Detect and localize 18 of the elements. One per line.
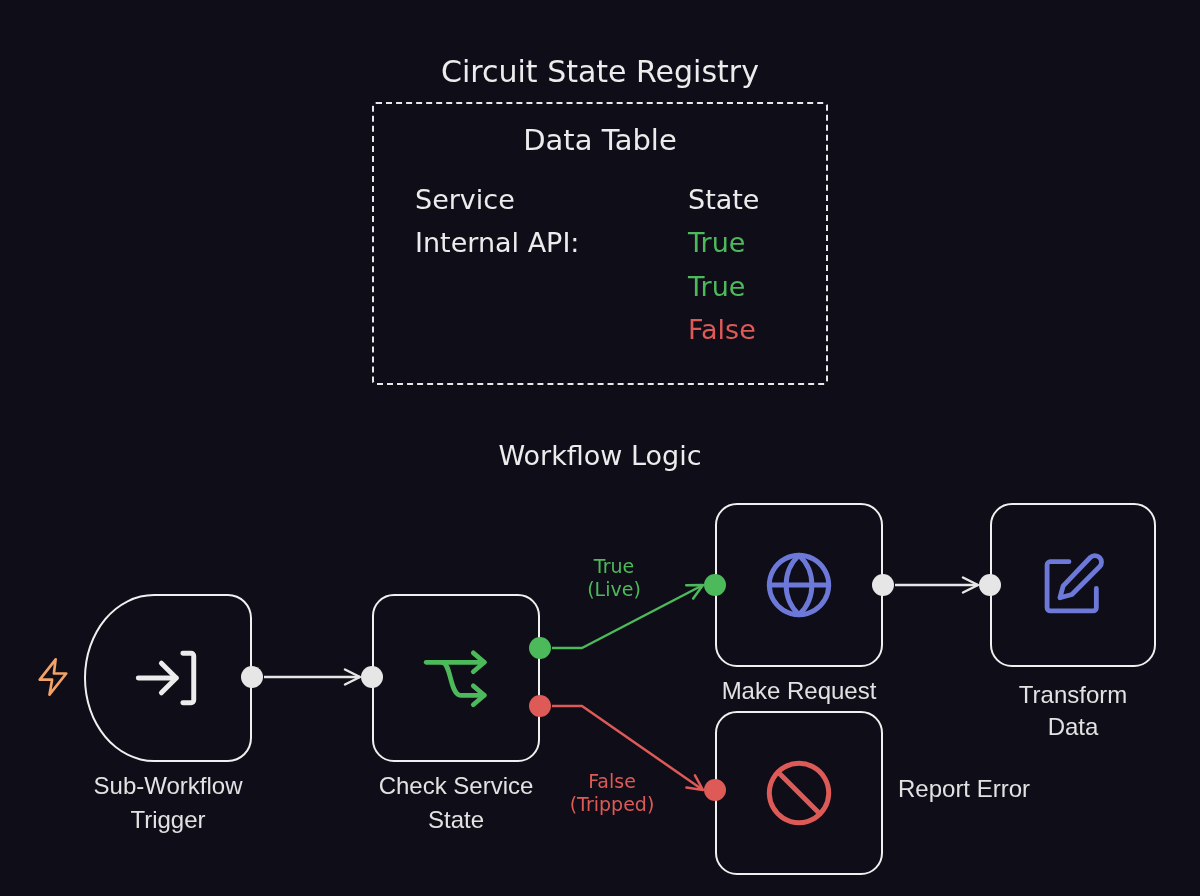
node-label: Report Error: [898, 774, 1032, 804]
arrow: [552, 583, 705, 650]
column-header: Service: [415, 183, 516, 217]
arrow: [895, 576, 980, 594]
section-heading: Workflow Logic: [497, 439, 703, 473]
column-header: State: [688, 183, 761, 217]
node-label: Sub-Workflow Trigger: [92, 771, 244, 835]
panel-heading: Circuit State Registry: [440, 53, 760, 91]
table-title: Data Table: [522, 122, 678, 159]
arrow: [264, 668, 362, 686]
node-label: Make Request: [720, 676, 878, 706]
state-value: False: [688, 313, 757, 347]
state-value: True: [688, 270, 747, 304]
service-name: Internal API:: [415, 226, 581, 260]
arrow: [552, 704, 705, 792]
node-label: Check Service State: [377, 771, 535, 835]
node-label: Transform Data: [1017, 680, 1129, 742]
state-value: True: [688, 226, 747, 260]
